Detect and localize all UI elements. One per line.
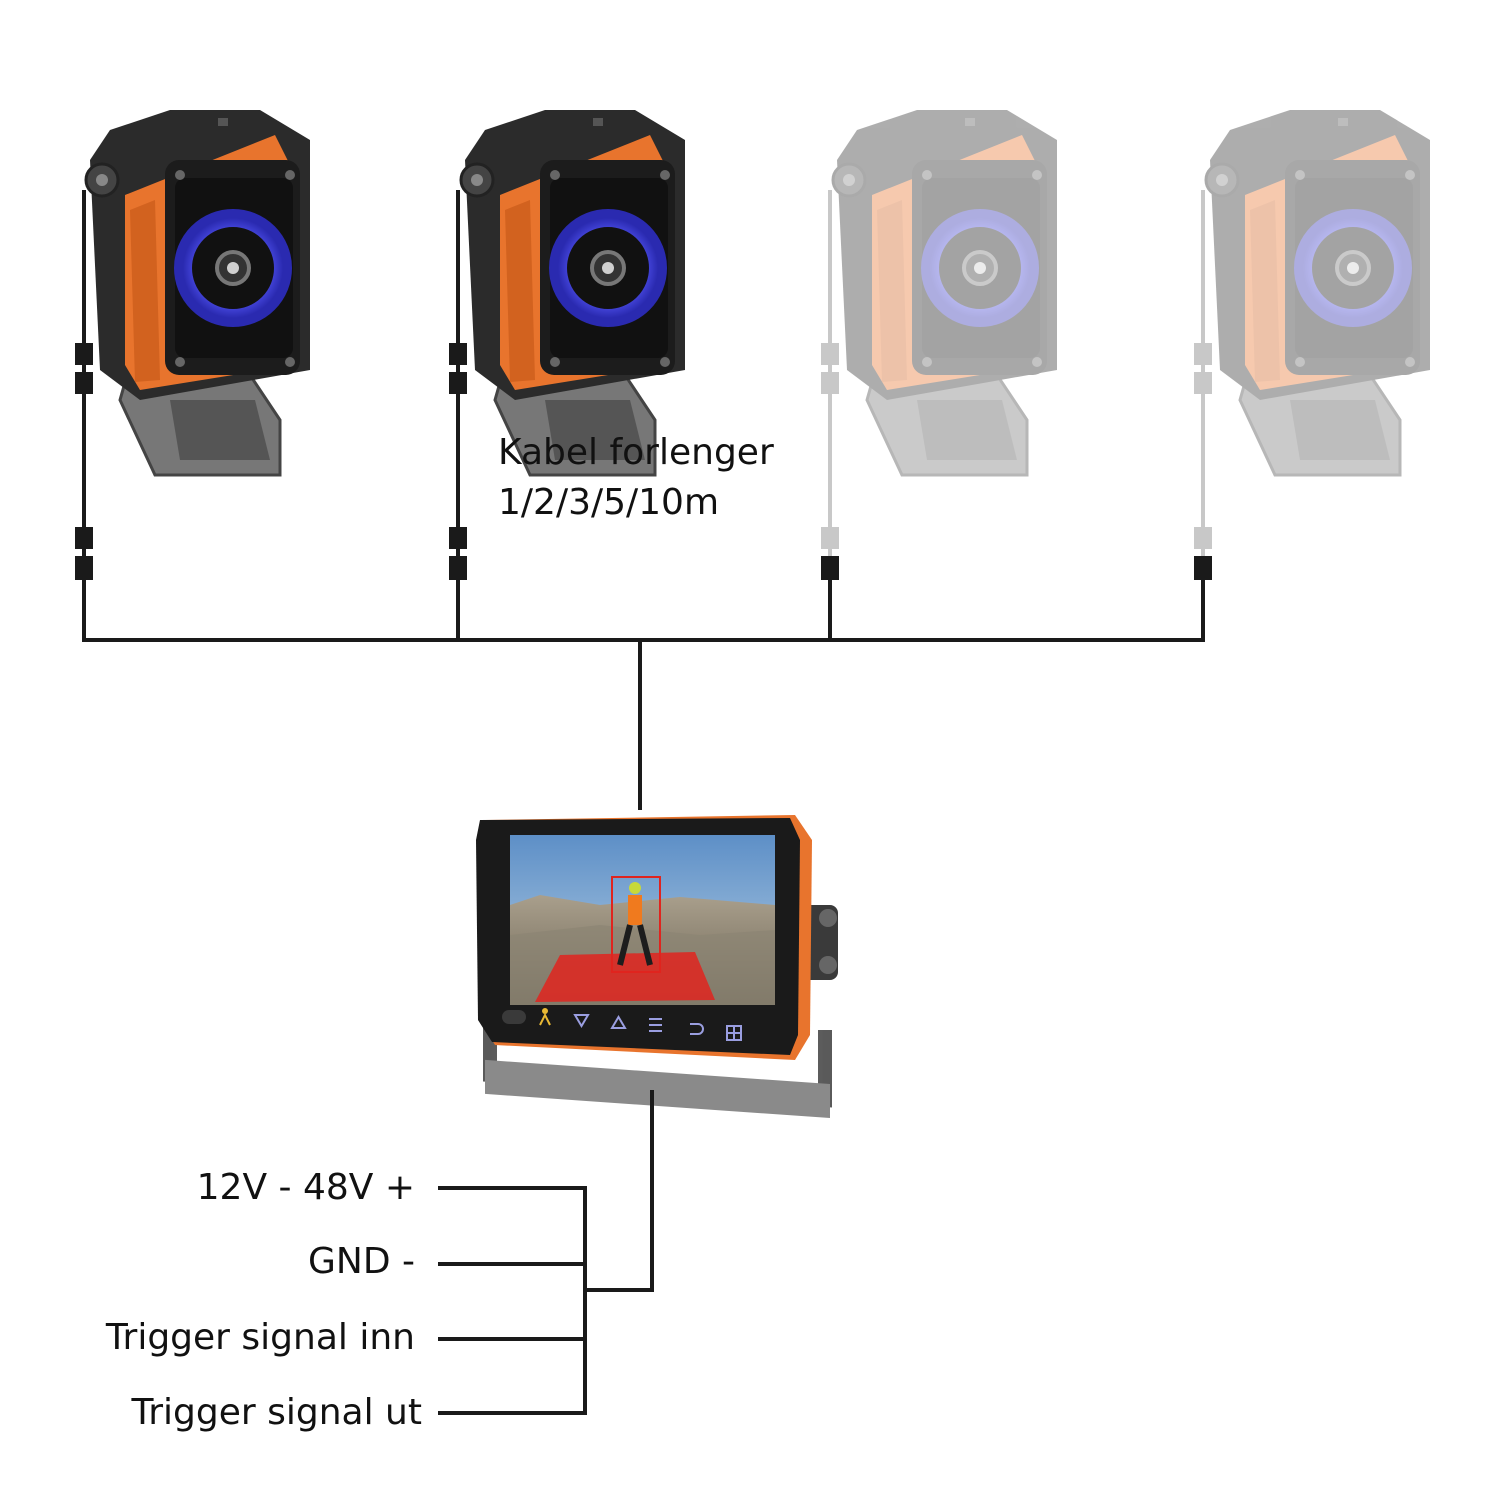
power-positive-label: 12V - 48V + [196, 1167, 415, 1208]
camera-1 [86, 110, 310, 475]
power-cable [438, 1090, 654, 1415]
cable-extender-lengths: 1/2/3/5/10m [498, 482, 720, 523]
camera-bus-wire [82, 638, 1205, 810]
camera-4-cable [1194, 190, 1212, 640]
detection-zone [535, 952, 715, 1002]
camera-2 [461, 110, 685, 475]
menu-icon[interactable] [649, 1018, 662, 1032]
grid-icon[interactable] [726, 1025, 742, 1041]
camera-2-cable [449, 190, 467, 640]
camera-3 [833, 110, 1057, 475]
camera-4 [1206, 110, 1430, 475]
trigger-in-label: Trigger signal inn [105, 1317, 415, 1358]
power-led [502, 1010, 526, 1024]
person-icon[interactable] [539, 1008, 551, 1026]
cable-extender-title: Kabel forlenger [498, 432, 774, 473]
down-triangle-icon[interactable] [573, 1014, 590, 1028]
ground-label: GND - [308, 1241, 415, 1282]
monitor [476, 815, 838, 1119]
cable-extender-label: Kabel forlenger 1/2/3/5/10m [498, 428, 774, 528]
back-icon[interactable] [690, 1023, 704, 1035]
monitor-button-bar [502, 1008, 742, 1041]
trigger-out-label: Trigger signal ut [131, 1392, 422, 1433]
camera-1-cable [75, 190, 93, 640]
up-triangle-icon[interactable] [610, 1015, 627, 1029]
detection-box [611, 876, 661, 973]
monitor-screen [510, 835, 775, 1005]
camera-3-cable [821, 190, 839, 640]
detected-person [617, 882, 653, 966]
